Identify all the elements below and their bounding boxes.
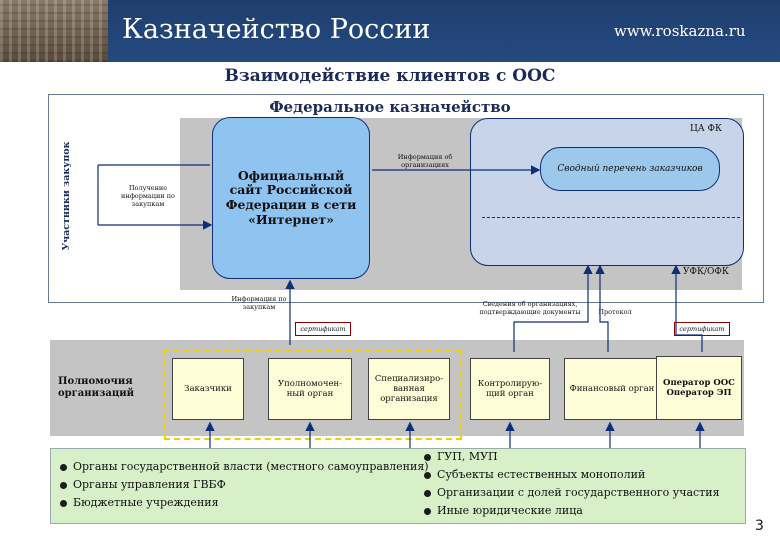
bullet-icon <box>424 453 431 461</box>
slide-title: Взаимодействие клиентов с ООС <box>224 66 556 86</box>
participants-frame <box>48 94 764 303</box>
list-item: ГУП, МУП <box>424 448 720 466</box>
list-item: Бюджетные учреждения <box>60 494 429 512</box>
powers-label: Полномочия организаций <box>58 376 134 400</box>
info-zakupki-label: Информация по закупкам <box>231 295 287 311</box>
finance-body-box: Финансовый орган <box>564 358 660 420</box>
list-item: Организации с долей государственного уча… <box>424 484 720 502</box>
svedeniya-label: Сведения об организациях, подтверждающие… <box>479 300 581 316</box>
bullet-icon <box>60 481 67 489</box>
bullet-icon <box>60 499 67 507</box>
building-photo <box>0 0 108 62</box>
bullet-icon <box>424 507 431 515</box>
ufk-label: УФК/ОФК <box>683 267 729 277</box>
customer-group-frame <box>164 350 462 440</box>
ca-fk-box <box>470 118 744 266</box>
operator-line1: Оператор ООС <box>663 377 735 388</box>
federal-treasury-title: Федеральное казначейство <box>269 98 511 116</box>
header-bar <box>0 0 780 62</box>
list-right: ГУП, МУП Субъекты естественных монополий… <box>424 448 720 520</box>
list-item: Иные юридические лица <box>424 502 720 520</box>
customer-list-box: Сводный перечень заказчиков <box>540 147 720 191</box>
control-body-box: Контролирую-щий орган <box>470 358 550 420</box>
header-url[interactable]: www.roskazna.ru <box>614 22 746 40</box>
powers-label-line1: Полномочия <box>58 376 133 387</box>
participants-vertical-label: Участники закупок <box>61 141 72 251</box>
ca-ufk-divider <box>482 217 740 218</box>
certificate-badge: сертификат <box>295 322 351 336</box>
organizations-list-area <box>50 448 746 524</box>
bullet-icon <box>424 489 431 497</box>
official-site-box: Официальный сайт Российской Федерации в … <box>212 117 370 279</box>
ca-fk-label: ЦА ФК <box>690 124 722 134</box>
certificate-badge: сертификат <box>674 322 730 336</box>
bullet-icon <box>424 471 431 479</box>
customers-box: Заказчики <box>172 358 244 420</box>
info-org-label: Информация об организациях <box>397 153 453 169</box>
operator-line2: Оператор ЭП <box>666 388 732 398</box>
bullet-icon <box>60 463 67 471</box>
protokol-label: Протокол <box>598 308 632 316</box>
operator-box: Оператор ООС Оператор ЭП <box>656 356 742 420</box>
list-left: Органы государственной власти (местного … <box>60 458 429 512</box>
list-item: Органы управления ГВБФ <box>60 476 429 494</box>
powers-label-line2: организаций <box>58 388 135 399</box>
get-info-label: Получение информации по закупкам <box>121 184 175 208</box>
header-title: Казначейство России <box>122 14 431 45</box>
specialized-org-box: Специализиро-ванная организация <box>368 358 450 420</box>
list-item: Органы государственной власти (местного … <box>60 458 429 476</box>
authorized-body-box: Уполномочен-ный орган <box>268 358 352 420</box>
list-item: Субъекты естественных монополий <box>424 466 720 484</box>
page-number: 3 <box>755 518 764 534</box>
